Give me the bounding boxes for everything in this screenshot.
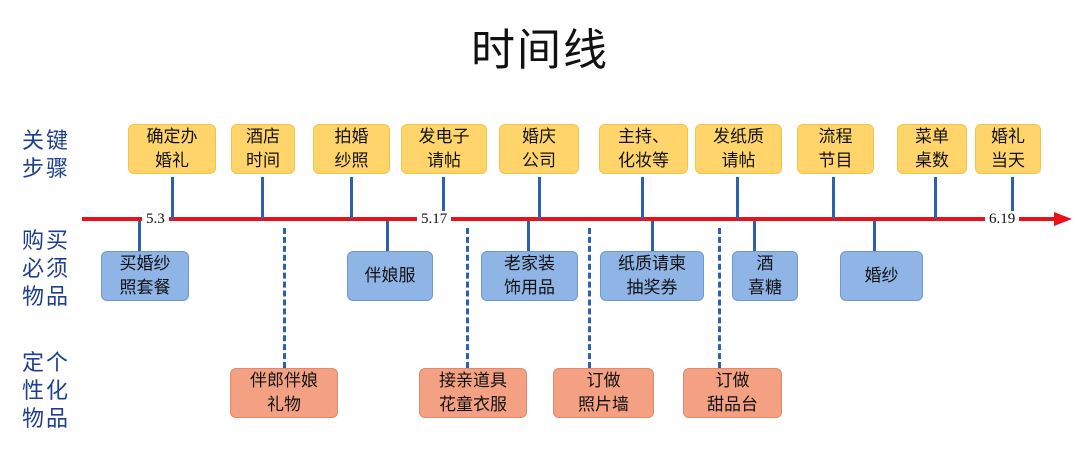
timeline-arrow-head [1054, 212, 1072, 226]
step-box: 发电子 请帖 [401, 124, 487, 174]
purchase-item-box: 婚纱 [840, 251, 923, 301]
step-connector [171, 177, 174, 219]
row-label-key-steps: 关键 步骤 [22, 129, 71, 182]
step-connector [1011, 177, 1014, 219]
step-connector [350, 177, 353, 219]
step-box: 流程 节目 [797, 124, 874, 174]
page-title: 时间线 [471, 25, 609, 76]
custom-item-box: 伴郎伴娘 礼物 [230, 368, 338, 418]
step-box: 菜单 桌数 [897, 124, 967, 174]
purchase-item-box: 纸质请柬 抽奖券 [600, 251, 704, 301]
step-connector [641, 177, 644, 219]
purchase-connector [386, 221, 389, 251]
step-box: 婚庆 公司 [499, 124, 579, 174]
step-box: 发纸质 请帖 [695, 124, 782, 174]
step-box: 婚礼 当天 [975, 124, 1041, 174]
step-connector [261, 177, 264, 219]
custom-item-box: 订做 甜品台 [683, 368, 782, 418]
step-box: 主持、 化妆等 [599, 124, 688, 174]
step-connector [934, 177, 937, 219]
custom-connector [718, 228, 721, 368]
step-connector [538, 177, 541, 219]
purchase-connector [753, 221, 756, 251]
date-label: 6.19 [985, 211, 1020, 228]
step-box: 拍婚 纱照 [313, 124, 390, 174]
purchase-item-box: 买婚纱 照套餐 [101, 251, 189, 301]
purchase-connector [138, 221, 141, 251]
custom-item-box: 接亲道具 花童衣服 [419, 368, 527, 418]
step-connector [736, 177, 739, 219]
step-box: 酒店 时间 [231, 124, 295, 174]
purchase-connector [651, 221, 654, 251]
purchase-connector [527, 221, 530, 251]
date-label: 5.17 [417, 211, 452, 228]
row-label-custom-items: 定个 性化 物品 [22, 351, 71, 432]
custom-connector [466, 228, 469, 368]
custom-item-box: 订做 照片墙 [553, 368, 654, 418]
step-connector [832, 177, 835, 219]
purchase-item-box: 伴娘服 [347, 251, 433, 301]
custom-connector [283, 228, 286, 368]
date-label: 5.3 [142, 211, 169, 228]
row-label-purchase-items: 购买 必须 物品 [22, 229, 71, 310]
purchase-item-box: 酒 喜糖 [732, 251, 798, 301]
purchase-connector [873, 221, 876, 251]
step-connector [442, 177, 445, 219]
purchase-item-box: 老家装 饰用品 [481, 251, 578, 301]
custom-connector [588, 228, 591, 368]
step-box: 确定办 婚礼 [128, 124, 216, 174]
